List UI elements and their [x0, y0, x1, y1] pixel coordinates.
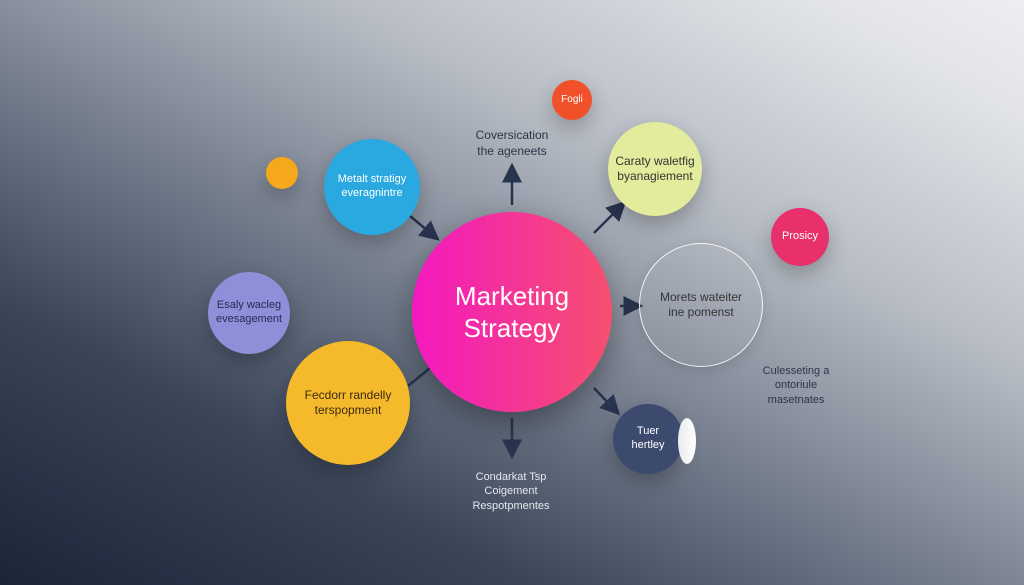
- node-navy-label: Tuer hertley: [631, 425, 665, 451]
- label-top: Coversication the ageneets: [475, 128, 549, 158]
- node-orange-label: Fecdorr randelly terspopment: [304, 388, 392, 417]
- label-bottom: Condarkat Tsp Coigement Respotpmentes: [472, 471, 550, 512]
- node-navy: Tuer hertley: [613, 404, 683, 474]
- arrow-to-navy: [593, 387, 621, 416]
- node-outline: Morets wateiter ine pomenst: [639, 243, 763, 367]
- node-yellow: Caraty waletfig byanagiement: [608, 122, 702, 216]
- center-title-line2: Strategy: [463, 313, 561, 343]
- node-purple: Esaly wacleg evesagement: [208, 272, 290, 354]
- node-prosicy: Prosicy: [771, 208, 829, 266]
- node-fogli-label: Fogli: [561, 93, 583, 105]
- node-outline-label: Morets wateiter ine pomenst: [659, 290, 743, 319]
- node-fogli: Fogli: [552, 80, 592, 120]
- node-blue-label: Metalt stratigy everagnintre: [337, 173, 407, 199]
- label-right: Culesseting a ontoriule masetnates: [762, 365, 830, 406]
- node-orange: Fecdorr randelly terspopment: [286, 341, 410, 465]
- arrow-to-yellow: [593, 200, 627, 234]
- arrow-from-blue: [409, 215, 440, 241]
- lens-shape: [678, 418, 696, 464]
- node-prosicy-label: Prosicy: [781, 230, 819, 243]
- node-purple-label: Esaly wacleg evesagement: [215, 299, 283, 325]
- center-node[interactable]: Marketing Strategy: [412, 212, 612, 412]
- center-title-line1: Marketing: [454, 280, 570, 311]
- node-blue: Metalt stratigy everagnintre: [324, 139, 420, 235]
- line-from-orange: [407, 367, 431, 387]
- node-yellow-label: Caraty waletfig byanagiement: [615, 154, 695, 183]
- orange-dot: [266, 157, 298, 189]
